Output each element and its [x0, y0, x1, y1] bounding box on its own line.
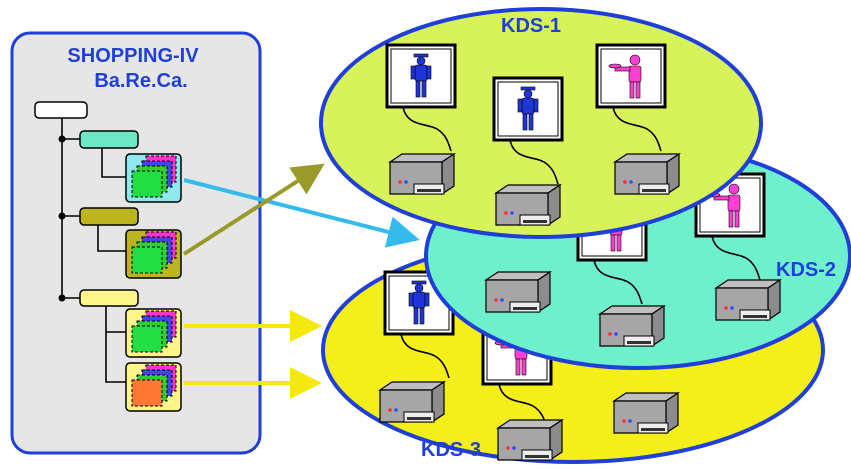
kds-1-group: KDS-1 — [319, 7, 763, 239]
tree-node-1 — [79, 130, 139, 149]
tree-node-2 — [79, 207, 139, 226]
panel-subtitle: Ba.Re.Ca. — [94, 70, 187, 92]
kds-1-label: KDS-1 — [501, 15, 561, 37]
kds-device-icon — [715, 279, 781, 321]
receipt-box-3 — [125, 308, 182, 358]
tree-node-3 — [79, 289, 139, 307]
kds-device-icon — [485, 271, 551, 313]
kds-2-label: KDS-2 — [776, 259, 836, 281]
kds-device-icon — [379, 381, 445, 423]
arrow-to-kds-1 — [182, 163, 325, 256]
kds-device-icon — [599, 305, 665, 347]
kds-3-label: KDS-3 — [421, 439, 481, 461]
kds-device-icon — [389, 153, 455, 195]
routing-arrows — [182, 163, 420, 399]
tree-root-node — [34, 101, 88, 119]
arrow-to-kds-2 — [183, 178, 420, 248]
kds-device-icon — [495, 184, 561, 226]
kds-device-icon — [613, 392, 679, 434]
receipt-box-1 — [125, 153, 182, 203]
kds-device-icon — [614, 153, 680, 195]
receipt-box-2 — [125, 229, 182, 279]
receipt-box-4 — [125, 362, 182, 412]
shopping-panel: SHOPPING-IV Ba.Re.Ca. — [10, 31, 262, 455]
kds-device-icon — [497, 419, 563, 461]
panel-title: SHOPPING-IV — [67, 45, 199, 67]
